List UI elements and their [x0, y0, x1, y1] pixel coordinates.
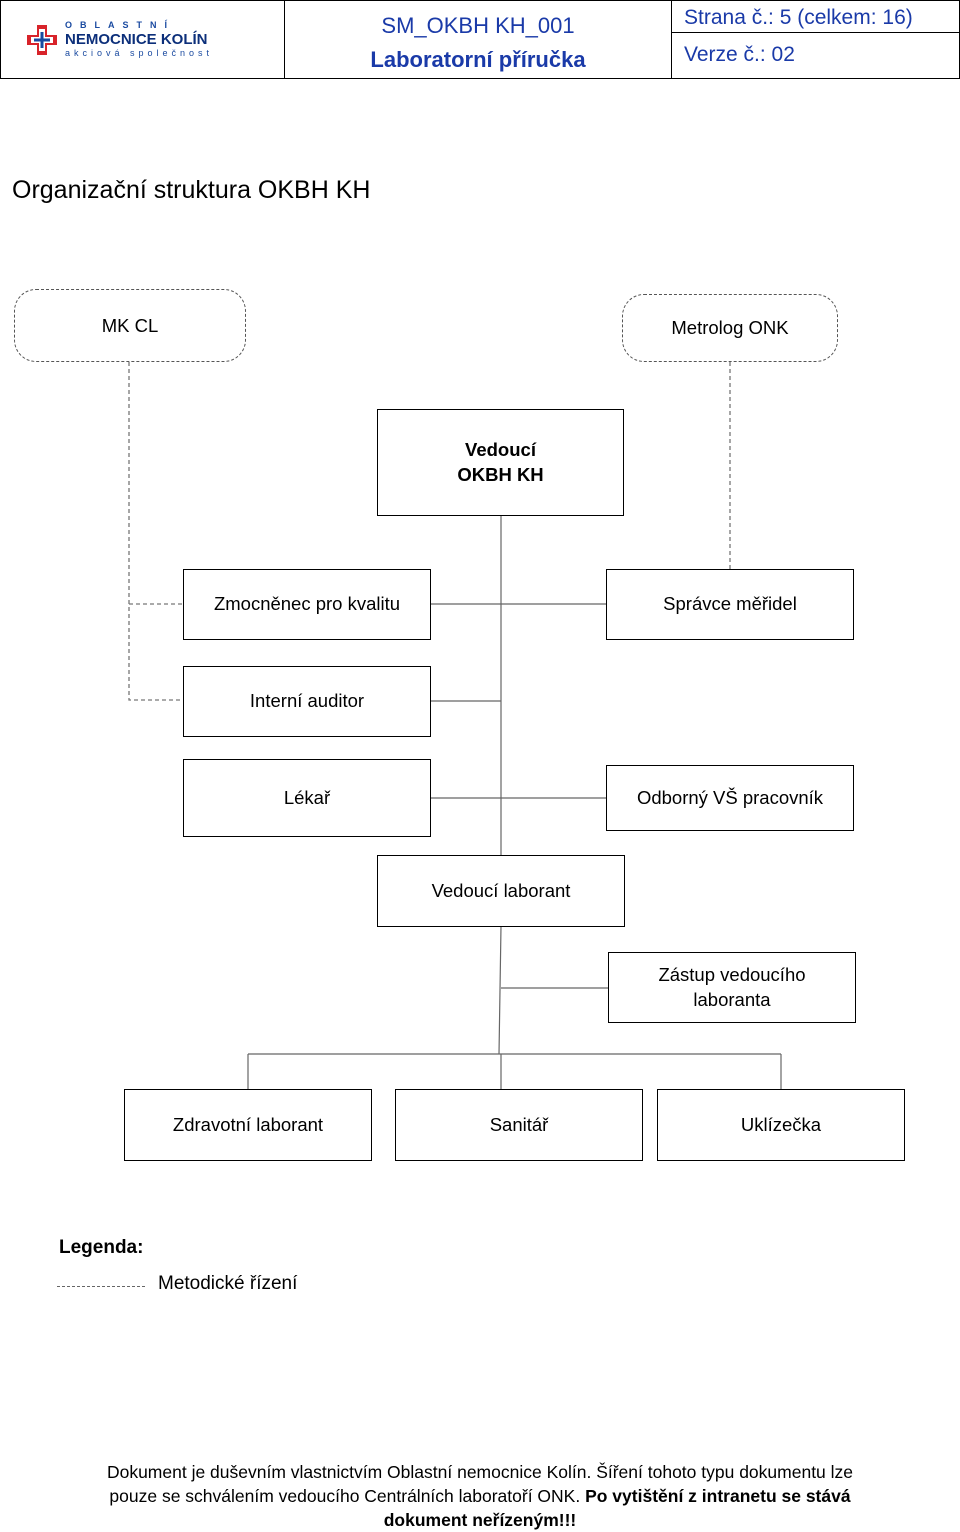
dashed-connectors — [128, 362, 731, 701]
deputy-line2: laboranta — [693, 988, 771, 1010]
footer-line1: Dokument je duševním vlastnictvím Oblast… — [106, 1462, 854, 1482]
metrolog-box: Metrolog ONK — [622, 294, 838, 362]
logo-line-spolecnost: akciová společnost — [65, 48, 214, 58]
footer-line2: pouze se schválením vedoucího Centrálníc… — [0, 1484, 960, 1508]
page-info: Strana č.: 5 (celkem: 16) — [684, 6, 913, 29]
logo-line-oblastni: OBLASTNÍ — [65, 20, 175, 30]
footer-notice: Dokument je duševním vlastnictvím Oblast… — [0, 1460, 960, 1532]
version-info: Verze č.: 02 — [684, 43, 795, 66]
meters-box: Správce měřidel — [606, 569, 854, 640]
doc-title: Laboratorní příručka — [370, 47, 586, 72]
cleaner-box: Uklízečka — [657, 1089, 905, 1161]
legend-dashed-line — [57, 1286, 145, 1287]
doctor-box: Lékař — [183, 759, 431, 837]
head-line2: OKBH KH — [457, 463, 544, 485]
red-cross-icon — [27, 24, 57, 55]
logo-line-nemocnice: NEMOCNICE KOLÍN — [65, 31, 208, 48]
quality-box: Zmocněnec pro kvalitu — [183, 569, 431, 640]
header-divider — [671, 32, 960, 33]
footer-line2-normal: pouze se schválením vedoucího Centrálníc… — [109, 1486, 586, 1506]
lab-box: Zdravotní laborant — [124, 1089, 372, 1161]
specialist-box: Odborný VŠ pracovník — [606, 765, 854, 831]
hospital-logo: OBLASTNÍ NEMOCNICE KOLÍN akciová společn… — [1, 1, 284, 78]
orderly-box: Sanitář — [395, 1089, 643, 1161]
deputy-box: Zástup vedoucího laboranta — [608, 952, 856, 1023]
legend-dashed-label: Metodické řízení — [158, 1273, 298, 1294]
footer-line2-bold: Po vytištění z intranetu se stává — [585, 1486, 851, 1506]
auditor-box: Interní auditor — [183, 666, 431, 737]
deputy-line1: Zástup vedoucího — [658, 964, 806, 986]
doc-code: SM_OKBH KH_001 — [381, 13, 575, 38]
footer-line3-bold: dokument neřízeným!!! — [383, 1510, 577, 1530]
footer-line3: dokument neřízeným!!! — [0, 1508, 960, 1532]
legend-title: Legenda: — [59, 1237, 144, 1258]
solid-connectors — [247, 515, 782, 1089]
head-box: Vedoucí OKBH KH — [377, 409, 624, 516]
page-title: Organizační struktura OKBH KH — [12, 176, 371, 204]
header-logo-cell: OBLASTNÍ NEMOCNICE KOLÍN akciová společn… — [0, 0, 285, 79]
lead-lab-box: Vedoucí laborant — [377, 855, 625, 927]
mk-cl-box: MK CL — [14, 289, 246, 362]
head-line1: Vedoucí — [465, 439, 536, 461]
